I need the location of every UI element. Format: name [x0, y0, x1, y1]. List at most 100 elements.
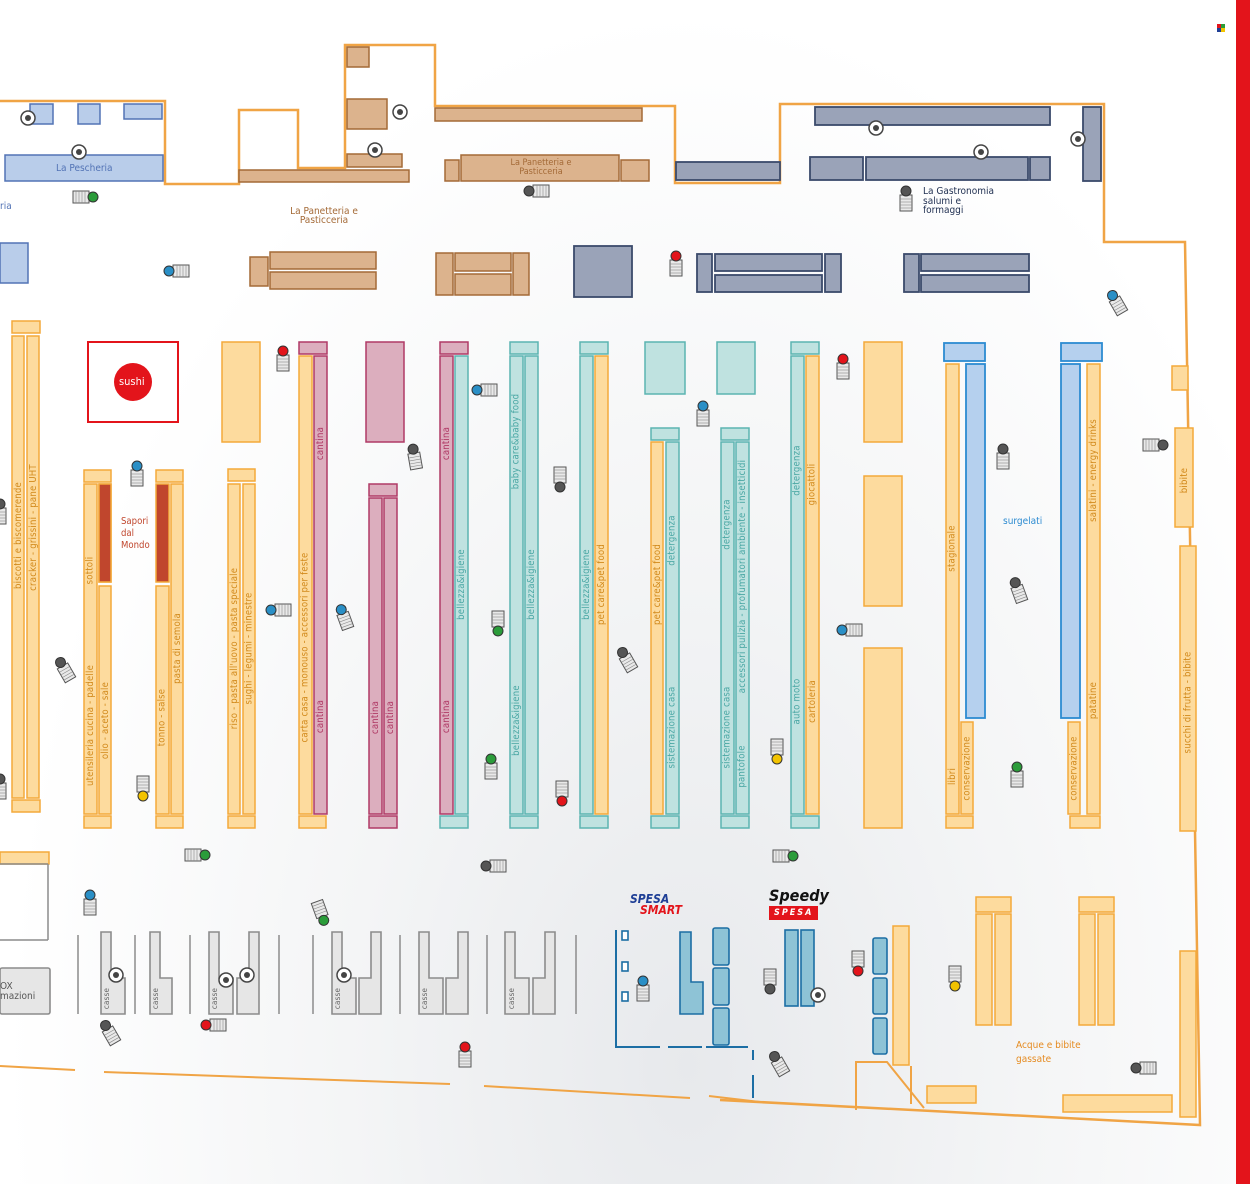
- camera-icon: [553, 466, 567, 493]
- entrance-gates: [855, 1061, 925, 1110]
- camera-icons: [0, 104, 1169, 1078]
- grocery-shelves: [0, 320, 1197, 1118]
- aisle-label: cantina: [369, 700, 381, 734]
- camera-icon: [836, 623, 863, 637]
- camera-icon: [555, 780, 569, 807]
- aisle-label: pantofole: [736, 744, 748, 788]
- aisle-label: bellezza&igiene: [510, 684, 522, 756]
- camera-icon: [55, 656, 77, 684]
- pescheria-cut-label: ria: [0, 201, 12, 212]
- cantina-shelves: [298, 341, 469, 829]
- acque-label: Acque e bibite gassate: [1016, 1040, 1081, 1065]
- spesa-smart-logo: SPESA SMART: [630, 892, 683, 917]
- surgelati-label: surgelati: [1003, 516, 1043, 527]
- casse-label: casse: [419, 987, 429, 1009]
- camera-icon: [899, 185, 913, 212]
- aisle-label: detergenza: [666, 514, 678, 566]
- camera-icon: [83, 889, 97, 916]
- speedy-line1: Speedy: [769, 886, 829, 905]
- aisle-label: auto moto: [791, 678, 803, 724]
- camera-icon: [407, 443, 424, 471]
- camera-icon: [770, 738, 784, 765]
- spesa-smart-line2: SMART: [640, 903, 683, 917]
- camera-icon: [996, 443, 1010, 470]
- dome-camera-icon: [239, 967, 255, 983]
- gastronomia-label: La Gastronomia salumi e formaggi: [923, 186, 995, 216]
- aisle-label: sughi - legumi - minestre: [243, 591, 255, 705]
- spesa-smart-line1: SPESA: [630, 892, 670, 906]
- aisle-label: detergenza: [721, 498, 733, 550]
- self-checkout: [621, 927, 888, 1055]
- dome-camera-icon: [810, 987, 826, 1003]
- aisle-label: pet care&pet food: [651, 543, 663, 625]
- aisle-label: detergenza: [791, 444, 803, 496]
- camera-icon: [763, 968, 777, 995]
- surgelati-freezers: [943, 342, 1103, 719]
- aisle-label: accessori pulizia - profumatori ambiente…: [736, 459, 748, 693]
- gastronomia-counters: [573, 106, 1102, 298]
- aisle-label: bibite: [1178, 467, 1190, 493]
- aisle-label: conservazione: [1068, 735, 1080, 801]
- aisle-label: cracker - grissini - pane UHT: [27, 463, 39, 591]
- aisle-label: stagionale: [946, 524, 958, 572]
- camera-icon: [1142, 438, 1169, 452]
- panetteria-label-top: La Panetteria e Pasticceria: [510, 158, 572, 177]
- camera-icon: [184, 848, 211, 862]
- aisle-label: utensileria cucina - padelle: [84, 664, 96, 786]
- aisle-label: cantina: [314, 699, 326, 733]
- camera-icon: [836, 353, 850, 380]
- aisle-label: patatine: [1087, 681, 1099, 719]
- casse-label: casse: [101, 987, 111, 1009]
- aisle-label: sottoli: [84, 556, 96, 584]
- camera-icon: [491, 610, 505, 637]
- casse-label: casse: [506, 987, 516, 1009]
- camera-icon: [851, 950, 865, 977]
- casse-label: casse: [209, 987, 219, 1009]
- camera-icon: [163, 264, 190, 278]
- checkout-counters: [0, 931, 556, 1015]
- camera-icon: [130, 460, 144, 487]
- aisle-label: conservazione: [961, 735, 973, 801]
- sushi-counter: [87, 341, 179, 423]
- aisle-label: biscotti e biscomerende: [12, 481, 24, 589]
- dome-camera-icon: [1070, 131, 1086, 147]
- camera-icon: [265, 603, 292, 617]
- camera-icon: [1009, 577, 1029, 605]
- pescheria-label: La Pescheria: [56, 163, 113, 174]
- dome-camera-icon: [218, 972, 234, 988]
- casse-label: casse: [332, 987, 342, 1009]
- aisle-label: riso - pasta all'uovo - pasta speciale: [228, 567, 240, 729]
- dome-camera-icon: [108, 967, 124, 983]
- aisle-label: sistemazione casa: [666, 686, 678, 768]
- aisle-label: sistemazione casa: [721, 686, 733, 768]
- aisle-label: cantina: [314, 426, 326, 460]
- camera-icon: [696, 400, 710, 427]
- dome-camera-icon: [973, 144, 989, 160]
- sushi-label: sushi: [119, 375, 145, 388]
- sapori-shelves: [98, 483, 170, 583]
- aisle-label: carta casa - monouso - accessori per fes…: [299, 552, 311, 742]
- aisle-label: bellezza&igiene: [580, 548, 592, 620]
- aisle-label: tonno - salse: [156, 688, 168, 746]
- box-label: OX mazioni: [0, 981, 36, 1002]
- camera-icon: [480, 859, 507, 873]
- camera-icon: [523, 184, 550, 198]
- camera-icon: [458, 1041, 472, 1068]
- aisle-label: pet care&pet food: [595, 543, 607, 625]
- camera-icon: [484, 753, 498, 780]
- dome-camera-icon: [71, 144, 87, 160]
- dome-camera-icon: [336, 967, 352, 983]
- aisle-label: bellezza&igiene: [525, 548, 537, 620]
- dome-camera-icon: [868, 120, 884, 136]
- entrance-walls: [0, 1065, 761, 1103]
- aisle-label: giocattoli: [806, 463, 818, 505]
- camera-icon: [669, 250, 683, 277]
- camera-icon: [1130, 1061, 1157, 1075]
- bellezza-shelves: [439, 341, 820, 829]
- speedy-line2: SPESA: [769, 906, 819, 920]
- edge-bar: [1236, 0, 1250, 1184]
- aisle-label: cartoleria: [806, 679, 818, 723]
- camera-icon: [1107, 289, 1129, 317]
- camera-icon: [276, 345, 290, 372]
